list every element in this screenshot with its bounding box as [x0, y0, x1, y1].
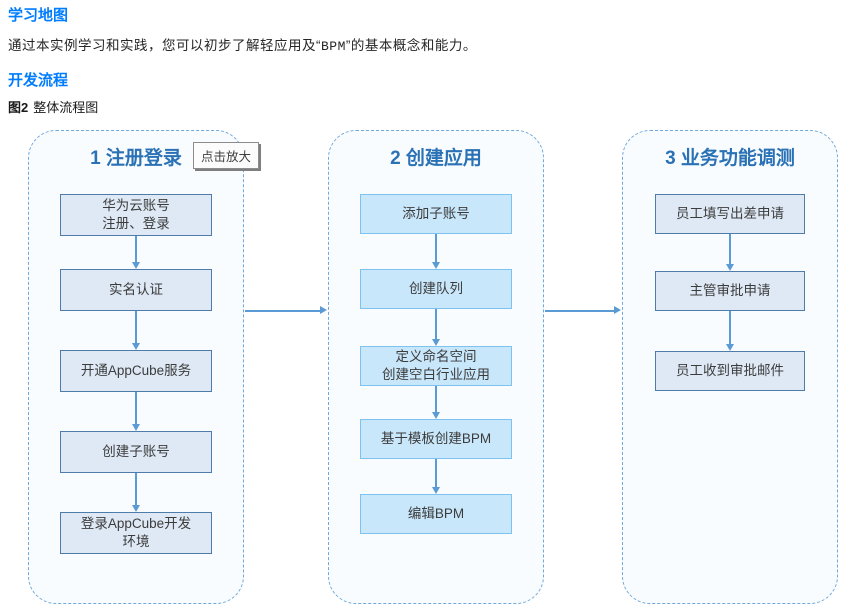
flow-step-login-appcube: 登录AppCube开发 环境: [60, 512, 212, 554]
flow-step-receive-email: 员工收到审批邮件: [655, 351, 805, 391]
right-arrow-icon: [245, 306, 327, 315]
zoom-tooltip: 点击放大: [193, 142, 260, 169]
down-arrow-icon: [431, 309, 441, 346]
figure-caption-label: 图2: [8, 100, 29, 115]
flow-step-define-namespace: 定义命名空间 创建空白行业应用: [360, 346, 512, 386]
panel-title-create-app: 2 创建应用: [390, 148, 482, 169]
down-arrow-icon: [431, 386, 441, 419]
heading-dev-flow: 开发流程: [8, 72, 69, 89]
flow-step-submit-trip-request: 员工填写出差申请: [655, 194, 805, 234]
intro-text-pre: 通过本实例学习和实践，您可以初步了解轻应用及“: [8, 38, 321, 53]
intro-text-post: ”的基本概念和能力。: [345, 38, 477, 53]
down-arrow-icon: [131, 311, 141, 350]
flow-panel-test-functions: 3 业务功能调测 员工填写出差申请 主管审批申请 员工收到审批邮件: [622, 130, 838, 604]
figure-caption-text: 整体流程图: [33, 100, 99, 115]
figure-caption: 图2 整体流程图: [8, 97, 98, 116]
down-arrow-icon: [131, 392, 141, 431]
down-arrow-icon: [131, 473, 141, 512]
flow-step-create-bpm: 基于模板创建BPM: [360, 419, 512, 459]
flow-step-create-subaccount: 创建子账号: [60, 431, 212, 473]
down-arrow-icon: [431, 459, 441, 494]
flow-step-edit-bpm: 编辑BPM: [360, 494, 512, 534]
down-arrow-icon: [725, 234, 735, 271]
down-arrow-icon: [725, 311, 735, 351]
flow-step-create-queue: 创建队列: [360, 269, 512, 309]
flow-panel-register-login: 1 注册登录 华为云账号 注册、登录 实名认证 开通AppCube服务 创建子账…: [28, 130, 244, 604]
flow-step-add-subaccount: 添加子账号: [360, 194, 512, 234]
flow-step-manager-approve: 主管审批申请: [655, 271, 805, 311]
heading-learning-map: 学习地图: [8, 7, 69, 24]
intro-paragraph: 通过本实例学习和实践，您可以初步了解轻应用及“BPM”的基本概念和能力。: [8, 34, 477, 54]
flow-step-enable-appcube: 开通AppCube服务: [60, 350, 212, 392]
right-arrow-icon: [545, 306, 621, 315]
bpm-code-term: BPM: [321, 39, 346, 54]
flow-panel-create-app: 2 创建应用 添加子账号 创建队列 定义命名空间 创建空白行业应用 基于模板创建…: [328, 130, 544, 604]
down-arrow-icon: [131, 236, 141, 269]
down-arrow-icon: [431, 234, 441, 269]
panel-title-register-login: 1 注册登录: [90, 148, 182, 169]
panel-title-test-functions: 3 业务功能调测: [665, 148, 795, 169]
flow-step-real-name-auth: 实名认证: [60, 269, 212, 311]
flow-step-huawei-account: 华为云账号 注册、登录: [60, 194, 212, 236]
